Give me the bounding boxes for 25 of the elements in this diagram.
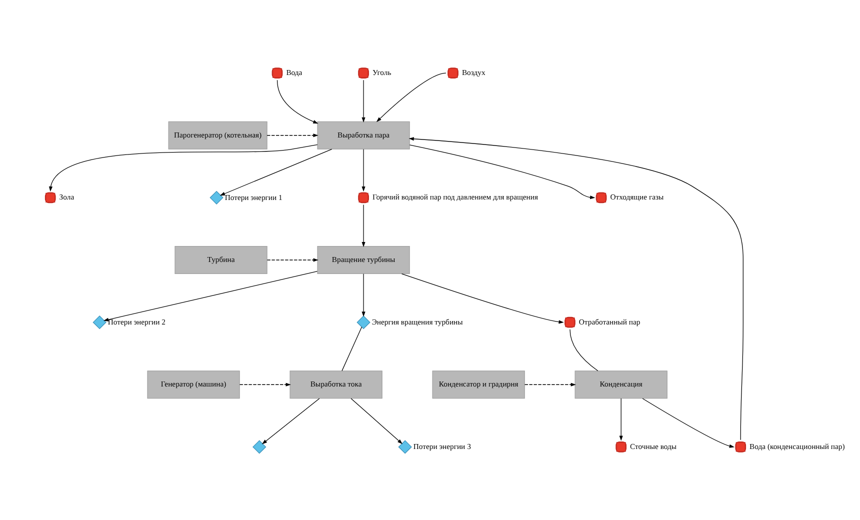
arrow — [524, 382, 576, 386]
connector — [342, 326, 362, 372]
arrow — [362, 80, 366, 122]
arrow — [376, 72, 446, 122]
arrow — [48, 144, 318, 192]
node-diamond — [92, 315, 106, 330]
node-diamond — [356, 315, 370, 330]
arrow — [408, 137, 744, 440]
arrow — [266, 258, 318, 262]
arrow — [266, 134, 318, 138]
connector — [570, 329, 598, 372]
arrow — [276, 80, 318, 124]
arrow — [619, 398, 623, 441]
arrow — [350, 398, 403, 444]
arrow — [262, 398, 320, 444]
arrow — [103, 271, 318, 322]
arrow — [362, 274, 366, 317]
arrow — [362, 148, 366, 192]
arrow — [401, 273, 564, 324]
arrow — [362, 204, 366, 248]
node-diamond — [210, 190, 224, 205]
arrow — [409, 144, 596, 200]
arrow — [220, 148, 332, 196]
arrow — [239, 382, 291, 386]
arrow — [642, 398, 735, 448]
